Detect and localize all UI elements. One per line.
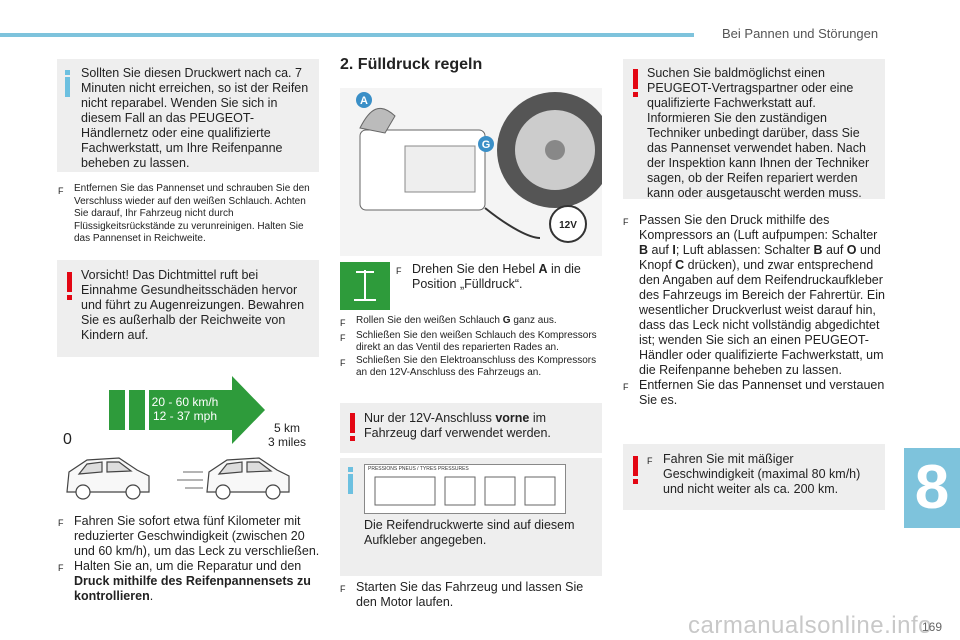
car-icon	[66, 457, 150, 500]
header-bar	[0, 33, 694, 37]
warning-box-right: Suchen Sie baldmöglichst einen PEUGEOT-V…	[623, 59, 885, 200]
distance-miles-label: 3 miles	[268, 435, 306, 449]
warning-icon	[350, 413, 355, 441]
section-title: Bei Pannen und Störungen	[722, 26, 879, 41]
speed-kmh-label: 20 - 60 km/h	[152, 395, 219, 409]
sticker-header: PRESSIONS PNEUS / TYRES PRESSURES	[368, 466, 469, 472]
sticker-text: Die Reifendruckwerte sind auf diesem Auf…	[364, 518, 575, 547]
green-bar	[129, 390, 145, 430]
warning-box-text: Vorsicht! Das Dichtmittel ruft bei Einna…	[81, 268, 305, 342]
info-box: Sollten Sie diesen Druckwert nach ca. 7 …	[57, 59, 319, 172]
info-icon	[65, 70, 70, 97]
pressure-sticker: PRESSIONS PNEUS / TYRES PRESSURES	[364, 464, 566, 514]
distance-start-label: 0	[63, 431, 72, 448]
bullet-text: Halten Sie an, um die Reparatur und den …	[74, 559, 311, 603]
info-icon	[348, 467, 353, 494]
car-icon	[177, 457, 290, 500]
lever-icon	[340, 262, 390, 310]
bullet-text: Starten Sie das Fahrzeug und lassen Sie …	[356, 580, 584, 609]
warning-top-text: Suchen Sie baldmöglichst einen PEUGEOT-V…	[647, 66, 870, 200]
info-box-sticker: PRESSIONS PNEUS / TYRES PRESSURES Die Re…	[340, 458, 602, 576]
warning-icon	[633, 69, 638, 97]
warning-icon	[67, 272, 72, 300]
speed-mph-label: 12 - 37 mph	[153, 409, 217, 423]
bullet-text: Fahren Sie sofort etwa fünf Kilometer mi…	[74, 514, 320, 558]
socket-12v-icon	[549, 205, 587, 243]
label-g: G	[482, 139, 491, 151]
warning-box: Vorsicht! Das Dichtmittel ruft bei Einna…	[57, 260, 319, 357]
distance-km-label: 5 km	[274, 421, 300, 435]
label-a-badge	[356, 92, 372, 108]
compressor-illustration: A G 12V	[340, 88, 602, 256]
warning-box-12v: Nur der 12V-Anschluss vorne im Fahrzeug …	[340, 403, 602, 453]
watermark: carmanualsonline.info	[688, 612, 932, 639]
info-box-text: Sollten Sie diesen Druckwert nach ca. 7 …	[81, 66, 309, 170]
green-bar	[109, 390, 125, 430]
chapter-tab: 8	[904, 448, 960, 528]
warning-bottom-text: Fahren Sie mit mäßiger Geschwindigkeit (…	[663, 452, 861, 496]
bullet-text: Drehen Sie den Hebel A in die Position „…	[412, 262, 581, 291]
label-12v: 12V	[559, 220, 577, 231]
page-number: 169	[921, 620, 942, 634]
list-item: F Passen Sie den Druck mithilfe des Komp…	[623, 213, 885, 377]
warning-12v-text: Nur der 12V-Anschluss vorne im Fahrzeug …	[364, 411, 551, 440]
page-title: 2. Fülldruck regeln	[340, 56, 483, 73]
list: F Passen Sie den Druck mithilfe des Komp…	[623, 213, 885, 408]
speed-distance-illustration: 20 - 60 km/h 12 - 37 mph 0 5 km 3 miles	[63, 376, 306, 500]
warning-icon	[633, 456, 638, 484]
label-g-badge	[478, 136, 494, 152]
bullet-text: Entfernen Sie das Pannenset und schraube…	[74, 183, 310, 244]
label-a: A	[360, 95, 368, 107]
